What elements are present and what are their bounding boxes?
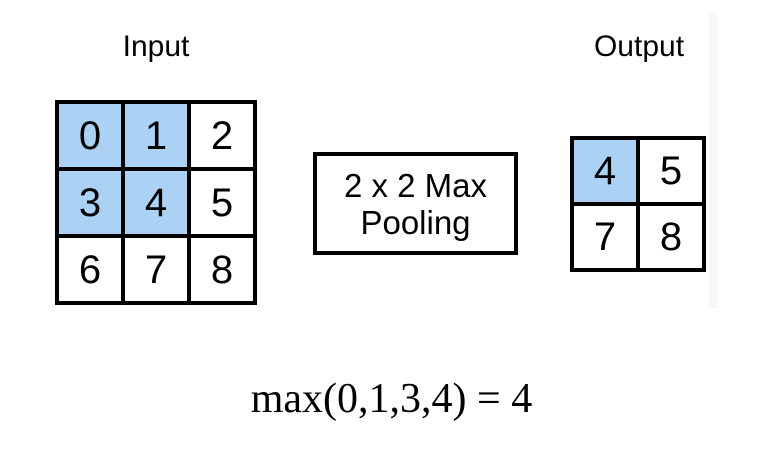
output-label: Output (593, 30, 685, 63)
input-cell-6: 6 (59, 238, 121, 301)
input-cell-8: 8 (191, 238, 253, 301)
output-grid: 4 5 7 8 (570, 136, 706, 272)
pooling-label-line-1: 2 x 2 Max (343, 166, 488, 204)
output-cell-1: 5 (640, 140, 702, 202)
input-cell-2: 2 (191, 104, 253, 167)
input-grid: 0 1 2 3 4 5 6 7 8 (55, 100, 257, 305)
input-cell-0: 0 (59, 104, 121, 167)
output-cell-0: 4 (574, 140, 636, 202)
input-cell-3: 3 (59, 171, 121, 234)
pooling-operation-box: 2 x 2 Max Pooling (313, 152, 518, 255)
input-label: Input (122, 30, 190, 63)
input-cell-5: 5 (191, 171, 253, 234)
page-edge-strip (709, 13, 718, 308)
output-cell-3: 8 (640, 206, 702, 268)
pooling-label-line-2: Pooling (360, 203, 471, 241)
input-cell-4: 4 (125, 171, 187, 234)
input-cell-7: 7 (125, 238, 187, 301)
max-formula: max(0,1,3,4) = 4 (250, 376, 533, 422)
input-cell-1: 1 (125, 104, 187, 167)
output-cell-2: 7 (574, 206, 636, 268)
